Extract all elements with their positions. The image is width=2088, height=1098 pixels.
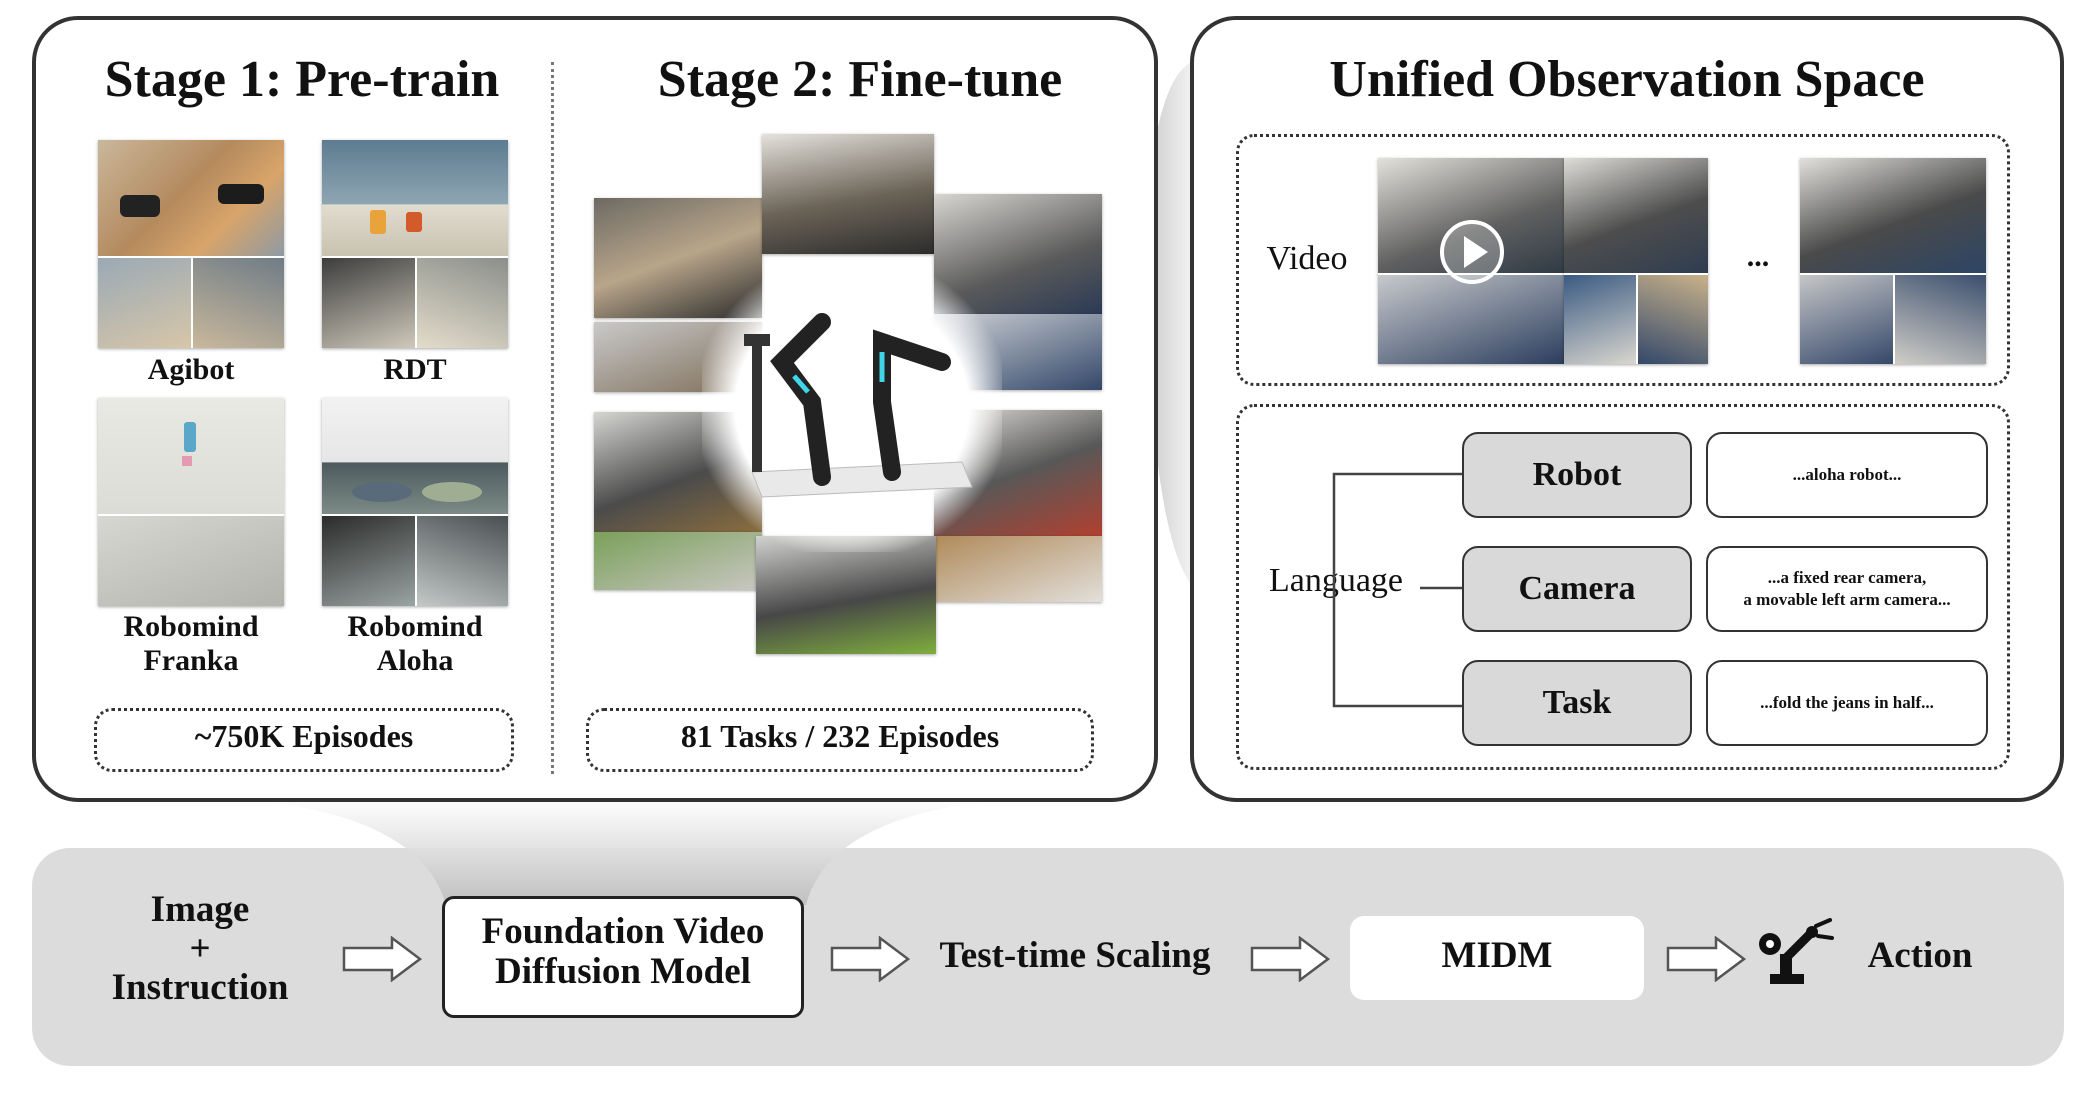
stage2-title: Stage 2: Fine-tune [657,51,1063,108]
foundation-model-box [442,896,804,1018]
robot-example-text: ...aloha robot... [1792,465,1902,484]
camera-key-box: Camera [1462,546,1692,632]
input-line1: Image [150,889,250,930]
task-example-text: ...fold the jeans in half... [1760,693,1934,712]
dataset-label-robomind-franka-line2: Franka [143,644,239,677]
task-example-box: ...fold the jeans in half... [1706,660,1988,746]
language-section [1236,404,2010,770]
agibot-image [98,140,284,348]
model-line2: Diffusion Model [495,951,751,992]
input-line2: + [189,928,211,969]
robomind-aloha-image [322,398,508,606]
dataset-label-rdt: RDT [383,353,447,386]
funnel-lower [230,798,1020,905]
dataset-label-agibot: Agibot [147,353,235,386]
video-section [1236,134,2010,386]
camera-example-box: ...a fixed rear camera, a movable left a… [1706,546,1988,632]
task-key-box: Task [1462,660,1692,746]
arrow-2-icon [830,936,910,982]
language-label: Language [1268,562,1404,599]
video-frame-1 [1378,158,1564,364]
stage1-episodes: ~750K Episodes [194,718,414,754]
play-triangle [1464,236,1488,268]
stage2-episodes: 81 Tasks / 232 Episodes [680,718,1000,754]
dataset-label-robomind-aloha-line1: Robomind [347,610,483,643]
dataset-label-robomind-aloha-line2: Aloha [376,644,454,677]
test-time-scaling: Test-time Scaling [939,935,1211,976]
camera-example-line1: ...a fixed rear camera, [1767,568,1927,587]
arrow-1-icon [342,936,422,982]
arrow-3-icon [1250,936,1330,982]
dataset-label-robomind-franka-line1: Robomind [123,610,259,643]
stage-divider [551,62,554,774]
finetune-scene-3 [762,134,934,254]
robomind-franka-image [98,398,284,606]
video-frame-last [1800,158,1986,364]
video-label: Video [1266,240,1348,277]
rdt-image [322,140,508,348]
robot-key-box: Robot [1462,432,1692,518]
robot-example-box: ...aloha robot... [1706,432,1988,518]
observation-space-title: Unified Observation Space [1329,51,1925,108]
input-line3: Instruction [111,967,289,1008]
midm-box [1350,916,1644,1000]
midm-label: MIDM [1441,935,1553,976]
camera-example-line2: a movable left arm camera... [1743,590,1951,609]
stage1-episodes-box [94,708,514,772]
finetune-collage [592,132,1104,656]
robot-arm-icon [1759,918,1834,984]
arrow-4-icon [1666,936,1746,982]
action-label: Action [1867,935,1973,976]
stage2-episodes-box [586,708,1094,772]
video-ellipsis: ... [1746,240,1770,273]
video-frame-2 [1564,158,1708,364]
funnel-right [1152,60,1196,590]
model-line1: Foundation Video [481,911,765,952]
aloha-robot-icon [744,313,973,498]
finetune-scene-10 [756,536,936,654]
stage1-title: Stage 1: Pre-train [104,51,500,108]
